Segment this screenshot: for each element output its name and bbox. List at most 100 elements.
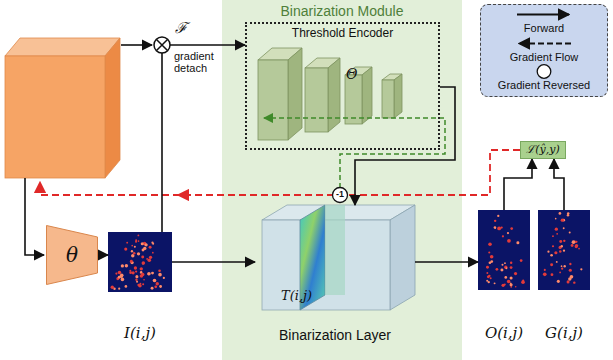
heatmap-dot xyxy=(131,245,133,247)
heatmap-dot xyxy=(143,279,145,281)
binarization-layer-block xyxy=(262,205,415,310)
heatmap-dot xyxy=(497,215,499,217)
ground-truth-heatmap: G(i,j) xyxy=(538,210,590,344)
module-panel: Threshold EncoderΘT(i,j)Binarization Lay… xyxy=(222,0,462,360)
heatmap-dots xyxy=(543,212,583,284)
heatmap-dot xyxy=(515,286,517,288)
module-title: Binarization Module xyxy=(281,3,404,19)
heatmap-dot xyxy=(559,272,561,274)
heatmap-dot xyxy=(125,285,128,288)
heatmap-dot xyxy=(488,252,490,254)
legend-sample xyxy=(509,36,579,51)
heatmap-dot xyxy=(152,252,154,254)
heatmap-dot xyxy=(494,282,496,284)
heatmap-dots xyxy=(111,235,165,290)
heatmap-dot xyxy=(571,244,574,247)
heatmap-dot xyxy=(510,277,513,280)
heatmap-dot xyxy=(575,241,577,243)
heatmap-dot xyxy=(543,273,547,277)
heatmap-dot xyxy=(573,281,575,283)
heatmap-dot xyxy=(135,279,137,281)
parameter-symbol: θ xyxy=(66,244,78,267)
heatmap-dot xyxy=(121,264,124,267)
heatmap-dot xyxy=(569,231,571,233)
heatmap-dot xyxy=(578,248,580,250)
heatmap-dot xyxy=(138,240,140,242)
heatmap-dot xyxy=(163,277,165,279)
heatmap-dot xyxy=(488,242,492,246)
forward-arrow xyxy=(98,254,108,256)
heatmap-dot xyxy=(561,219,564,222)
forward-arrow xyxy=(162,45,245,232)
heatmap-dot xyxy=(158,273,162,277)
heatmap-dot xyxy=(137,252,140,255)
legend-text: Gradient Flow xyxy=(510,51,578,64)
heatmap-dot xyxy=(141,256,144,259)
heatmap-dot xyxy=(561,265,563,267)
heatmap-dot xyxy=(561,268,563,270)
heatmap-dot xyxy=(490,277,492,279)
heatmap-dot xyxy=(567,280,570,283)
heatmap-dot xyxy=(552,245,554,247)
heatmap-dot xyxy=(487,275,490,278)
heatmap-dot xyxy=(134,246,136,248)
forward-arrow xyxy=(415,261,478,263)
heatmap-dot xyxy=(563,249,565,251)
heatmap-dot xyxy=(575,244,578,247)
heatmap-dot xyxy=(137,235,139,237)
reverse-gradient-circle xyxy=(333,188,348,203)
heatmap-dot xyxy=(569,263,571,265)
heatmap-dot xyxy=(135,241,137,243)
output-heatmap: O(i,j) xyxy=(478,210,530,344)
heatmap-dot xyxy=(488,275,490,277)
legend-sample xyxy=(509,7,579,22)
encoder-layers xyxy=(258,48,402,140)
heatmap-dot xyxy=(505,267,507,269)
heatmap-dot xyxy=(138,284,142,288)
heatmap-dot xyxy=(158,270,161,273)
heatmap-dot xyxy=(490,255,494,259)
backbone-to-head-arrow xyxy=(25,178,44,255)
heatmap-dot xyxy=(550,263,553,266)
input-heatmap-image xyxy=(108,232,172,292)
forward-arrow xyxy=(355,87,455,205)
heatmap-dot xyxy=(149,246,152,249)
heatmap-dot xyxy=(486,266,489,269)
feature-symbol: ℱ xyxy=(175,20,187,37)
heatmap-dot xyxy=(154,286,157,289)
heatmap-dot xyxy=(504,262,506,264)
heatmap-dot xyxy=(522,279,524,281)
heatmap-dot xyxy=(514,272,517,275)
forward-arrow xyxy=(172,261,255,263)
heatmap-dot xyxy=(496,268,499,271)
encoder-parameter: Θ xyxy=(346,66,357,82)
heatmap-dot xyxy=(569,269,572,272)
heatmap-dot xyxy=(501,264,503,266)
heatmap-dot xyxy=(507,280,511,284)
heatmap-dot xyxy=(556,233,558,235)
heatmap-dot xyxy=(494,226,497,229)
heatmap-dot xyxy=(561,245,563,247)
heatmap-dot xyxy=(111,286,114,289)
heatmap-dot xyxy=(580,268,582,270)
heatmap-dot xyxy=(497,227,501,231)
binarization-layer: T(i,j)Binarization Layer xyxy=(255,205,415,345)
heatmap-dot xyxy=(552,235,554,237)
heatmap-dot xyxy=(135,275,138,278)
legend-text: Forward xyxy=(524,22,564,35)
reverse-mark: -1 xyxy=(336,190,344,200)
heatmap-dot xyxy=(135,270,137,272)
legend-entry: Gradient Flow xyxy=(509,36,579,64)
heatmap-dot xyxy=(142,249,145,252)
heatmap-dot xyxy=(510,227,513,230)
heatmap-dot xyxy=(550,254,553,257)
heatmap-dot xyxy=(510,283,513,286)
heatmap-dot xyxy=(563,227,565,229)
ground-truth-heatmap-image xyxy=(538,210,590,290)
heatmap-dot xyxy=(572,240,576,244)
input-heatmap: I(i,j) xyxy=(108,232,172,344)
heatmap-dot xyxy=(556,261,558,263)
output-heatmap-image xyxy=(478,210,530,290)
heatmap-dot xyxy=(510,266,513,269)
heatmap-dot xyxy=(494,227,496,229)
